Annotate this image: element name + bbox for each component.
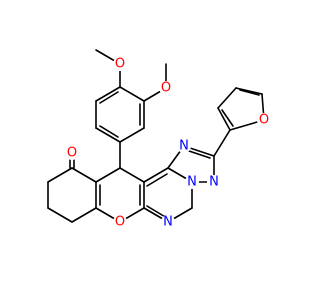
bond bbox=[213, 129, 231, 157]
bond bbox=[47, 167, 73, 183]
label-background bbox=[177, 139, 191, 153]
bond bbox=[185, 149, 211, 159]
triazole-nitrogen-top: N bbox=[177, 139, 191, 154]
bond bbox=[95, 86, 121, 102]
atom-label: O bbox=[115, 215, 125, 230]
bond bbox=[217, 107, 231, 131]
bond bbox=[146, 205, 168, 219]
triazole-nitrogen-right: N bbox=[207, 175, 221, 190]
bond bbox=[99, 91, 119, 104]
bridgehead-nitrogen: N bbox=[185, 175, 199, 190]
bond bbox=[119, 167, 145, 183]
bond bbox=[99, 125, 119, 138]
bonds bbox=[47, 49, 265, 223]
label-background bbox=[185, 175, 199, 189]
label-background bbox=[207, 175, 221, 189]
atom-label: O bbox=[115, 57, 125, 72]
bond bbox=[71, 207, 97, 223]
bond bbox=[146, 173, 168, 187]
bond bbox=[95, 167, 121, 183]
atom-label: N bbox=[187, 175, 197, 190]
atom-label: O bbox=[67, 146, 77, 161]
bond bbox=[143, 167, 169, 183]
atom-label: N bbox=[209, 175, 219, 190]
furan-oxygen: O bbox=[257, 113, 271, 128]
atom-label: O bbox=[161, 81, 171, 96]
bond bbox=[235, 87, 263, 95]
bond bbox=[47, 207, 73, 223]
atom-label: N bbox=[163, 215, 173, 230]
label-background bbox=[257, 113, 271, 127]
label-background bbox=[113, 57, 127, 71]
label-background bbox=[161, 215, 175, 229]
label-background bbox=[113, 215, 127, 229]
label-background bbox=[65, 146, 79, 160]
bond bbox=[239, 89, 260, 96]
molecule-structure-diagram: O O O O O N N N bbox=[47, 49, 271, 230]
atom-labels: O O O O O N N N bbox=[65, 57, 271, 230]
atom-label: O bbox=[259, 113, 269, 128]
methoxy-oxygen-right: O bbox=[159, 81, 173, 96]
ketone-oxygen: O bbox=[65, 146, 79, 161]
pyrimidine-nitrogen: N bbox=[161, 215, 175, 230]
methoxy-oxygen-top: O bbox=[113, 57, 127, 72]
pyran-oxygen: O bbox=[113, 215, 127, 230]
bond bbox=[217, 87, 237, 109]
label-background bbox=[159, 81, 173, 95]
bond bbox=[71, 167, 97, 183]
bond bbox=[221, 109, 234, 127]
bond bbox=[119, 86, 145, 102]
atom-label: N bbox=[179, 139, 189, 154]
bond bbox=[95, 127, 121, 143]
bond bbox=[119, 127, 145, 143]
